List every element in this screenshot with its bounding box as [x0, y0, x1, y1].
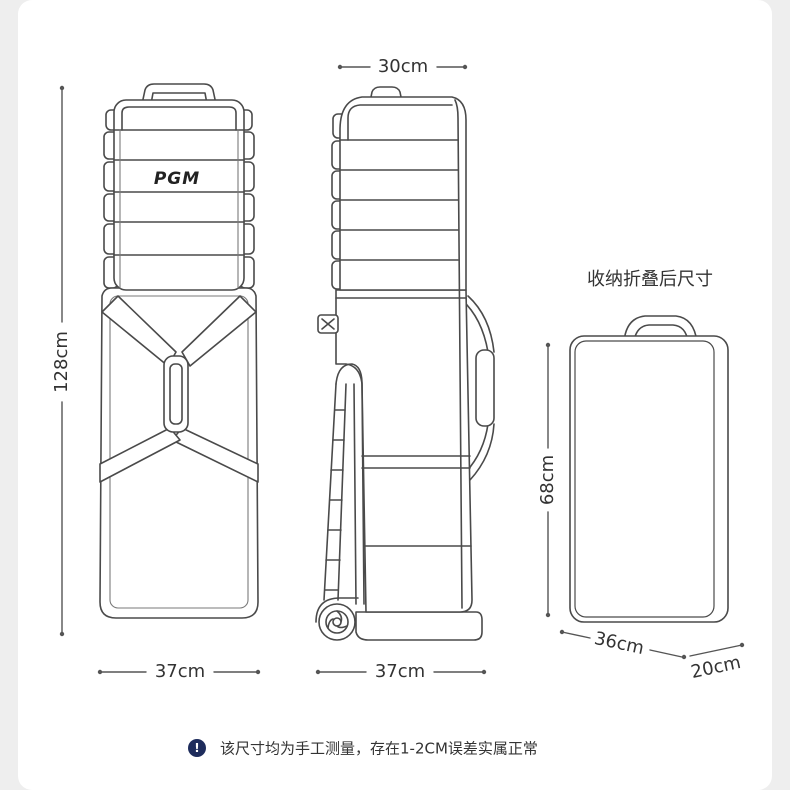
folded-bag-handle-inner	[633, 324, 689, 343]
label-total-height: 128cm	[51, 331, 72, 393]
folded-bag	[569, 315, 729, 623]
trolley-rail-inner	[353, 383, 357, 605]
side-bag-d-ring	[317, 314, 339, 334]
wheel-fender	[315, 597, 359, 623]
side-bag-zipper-strip	[454, 99, 463, 609]
dimension-dot	[559, 629, 565, 635]
dimension-dot	[681, 654, 687, 660]
side-bag-shoulder-strap	[461, 295, 495, 481]
side-bag-base	[355, 611, 483, 641]
info-icon: !	[188, 739, 206, 757]
side-bag-top-cap-seam	[347, 104, 453, 141]
label-front-width: 37cm	[154, 661, 206, 682]
dimension-lines	[61, 66, 743, 673]
trolley-rail-inner	[337, 383, 347, 601]
dimension-line-segment	[689, 644, 743, 657]
trolley-rail-outer	[335, 363, 365, 605]
wheel-spokes	[327, 610, 348, 629]
dimension-dot	[337, 64, 343, 70]
d-ring-cross	[321, 318, 335, 330]
label-folded-height: 68cm	[537, 454, 558, 506]
front-bag-lower-body-seam	[109, 295, 249, 609]
front-bag-padding-lines	[113, 129, 245, 289]
dimension-dot	[462, 64, 468, 70]
dimension-end-dots	[59, 64, 745, 675]
dimension-dot	[255, 669, 261, 675]
dimension-dot	[545, 342, 551, 348]
strap-upper-right	[181, 295, 257, 367]
dimension-dot	[315, 669, 321, 675]
front-bag-upper-panel	[113, 99, 245, 291]
dimension-dot	[739, 642, 745, 648]
label-top-width: 30cm	[377, 56, 429, 77]
front-bag-top-cap-seam	[121, 106, 237, 131]
dimension-dot	[97, 669, 103, 675]
strap-lower-left	[99, 427, 181, 483]
wheel	[318, 603, 356, 641]
strap-buckle	[163, 355, 189, 433]
strap-upper-left	[101, 295, 177, 367]
side-bag-lower-seams	[335, 297, 472, 547]
side-bag-lower-body	[335, 289, 473, 613]
folded-bag-handle	[623, 315, 698, 343]
dimension-line-folded-width	[561, 631, 683, 658]
front-bag-lower-body	[99, 287, 259, 619]
measurement-note: 该尺寸均为手工测量，存在1-2CM误差实属正常	[220, 739, 538, 758]
dimension-line-folded-depth	[689, 644, 743, 657]
side-view-bag	[315, 86, 495, 641]
front-bag-handle	[141, 83, 217, 105]
dimension-dot	[59, 85, 65, 91]
dimension-dot	[59, 631, 65, 637]
strap-buckle-inner	[169, 363, 183, 425]
folded-bag-front-face	[574, 340, 715, 618]
trolley-rail-left	[323, 383, 337, 601]
dimension-line-segment	[561, 631, 591, 639]
front-bag-straps	[99, 295, 259, 483]
side-bag-upper-panel	[339, 96, 467, 291]
front-bag-handle-inner	[150, 92, 208, 105]
wheel-tire	[318, 603, 356, 641]
folded-size-title: 收纳折叠后尺寸	[587, 269, 713, 290]
pgm-logo: PGM	[154, 169, 200, 189]
side-bag-carry-handle	[475, 349, 495, 427]
side-bag-padding-lines	[339, 139, 459, 261]
label-side-width: 37cm	[374, 661, 426, 682]
dimension-dot	[481, 669, 487, 675]
folded-bag-body	[569, 335, 729, 623]
dimension-line-segment	[649, 649, 683, 658]
dimension-dot	[545, 612, 551, 618]
front-view-bag: PGM	[99, 83, 259, 619]
trolley-handle	[315, 363, 365, 623]
